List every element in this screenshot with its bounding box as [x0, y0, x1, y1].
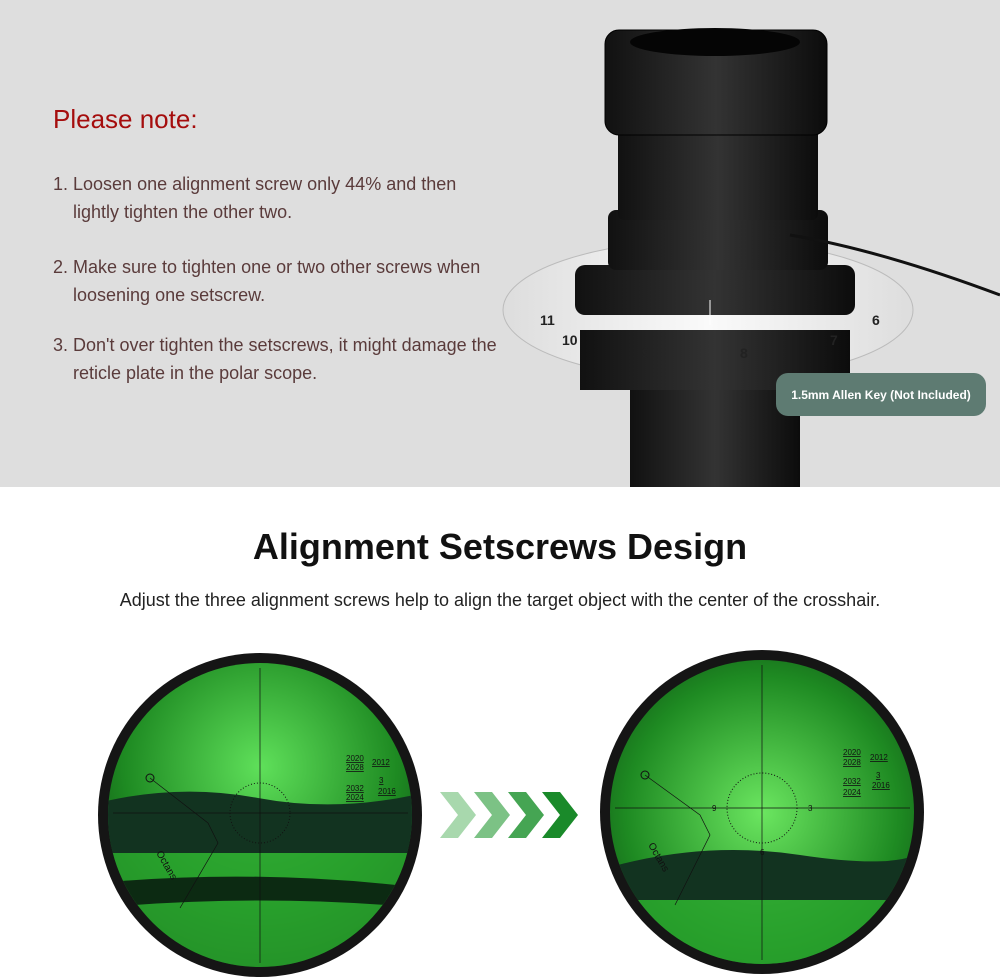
direction-arrows [440, 792, 578, 838]
note-item: 3. Don't over tighten the setscrews, it … [53, 335, 497, 383]
polar-scope-image: 11 10 9 8 7 6 [502, 28, 1000, 487]
dial-number: 10 [562, 332, 578, 348]
reticle-view-before: 2020 2012 2028 3 2032 2016 2024 Octans [98, 653, 422, 977]
note-title: Please note: [53, 104, 198, 134]
reticle-year: 2032 [843, 777, 861, 786]
chevron-right-icon [440, 792, 476, 838]
reticle-year: 2012 [870, 753, 888, 762]
reticle-year: 2012 [372, 758, 390, 767]
reticle-mark: 9 [712, 804, 717, 813]
chevron-right-icon [474, 792, 510, 838]
reticle-year: 2024 [346, 793, 364, 802]
section-title: Alignment Setscrews Design [252, 526, 748, 567]
allen-key-badge: 1.5mm Allen Key (Not Included) [776, 373, 986, 416]
reticle-year: 2032 [346, 784, 364, 793]
chevron-right-icon [508, 792, 544, 838]
reticle-year: 2028 [843, 758, 861, 767]
dial-number: 6 [872, 312, 880, 328]
reticle-year: 2020 [843, 748, 861, 757]
section-subtitle: Adjust the three alignment screws help t… [119, 590, 881, 610]
chevron-right-icon [542, 792, 578, 838]
reticle-year: 2028 [346, 763, 364, 772]
dial-number: 11 [540, 312, 555, 328]
dial-number: 8 [740, 345, 748, 361]
reticle-year: 2024 [843, 788, 861, 797]
note-item: 2. Make sure to tighten one or two other… [53, 257, 481, 305]
reticle-mark: 3 [808, 804, 813, 813]
reticle-mark: 3 [379, 776, 384, 785]
reticle-year: 2016 [378, 787, 396, 796]
note-item: 1. Loosen one alignment screw only 44% a… [53, 174, 457, 222]
instructions-panel: Please note: 1. Loosen one alignment scr… [0, 0, 1000, 487]
dial-number: 7 [830, 332, 838, 348]
reticle-year: 2020 [346, 754, 364, 763]
dial-number: 9 [642, 345, 650, 361]
reticle-view-after: 9 3 6 2020 2012 2028 3 2032 2016 2024 Oc… [600, 650, 924, 974]
reticle-year: 2016 [872, 781, 890, 790]
reticle-mark: 3 [876, 771, 881, 780]
reticle-mark: 6 [760, 848, 765, 857]
